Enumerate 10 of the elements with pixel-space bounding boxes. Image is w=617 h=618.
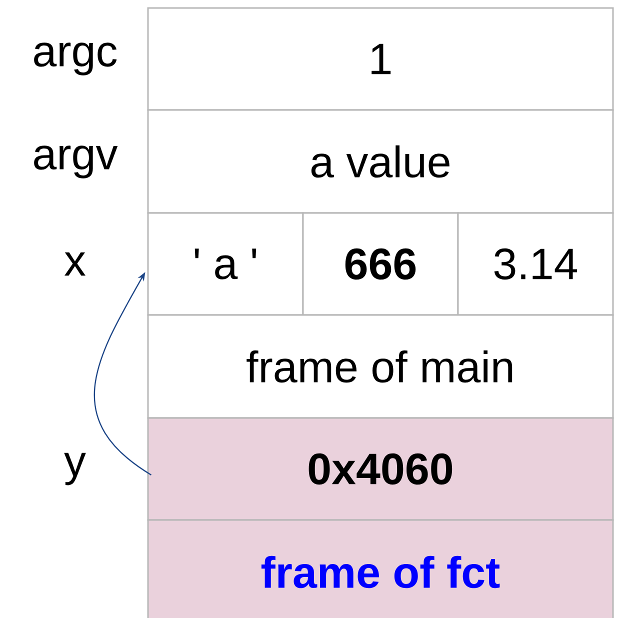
row-label: argv (34, 146, 118, 178)
table-cell: 1 (147, 7, 614, 111)
table-cell: 666 (302, 212, 459, 316)
table-cell: 0x4060 (147, 417, 614, 521)
table-cell: 3.14 (457, 212, 614, 316)
row-label: argc (34, 42, 117, 76)
table-cell: frame of fct (147, 519, 614, 618)
table-cell: ' a ' (147, 212, 304, 316)
row-label: x (64, 252, 86, 276)
row-label: y (64, 452, 86, 486)
